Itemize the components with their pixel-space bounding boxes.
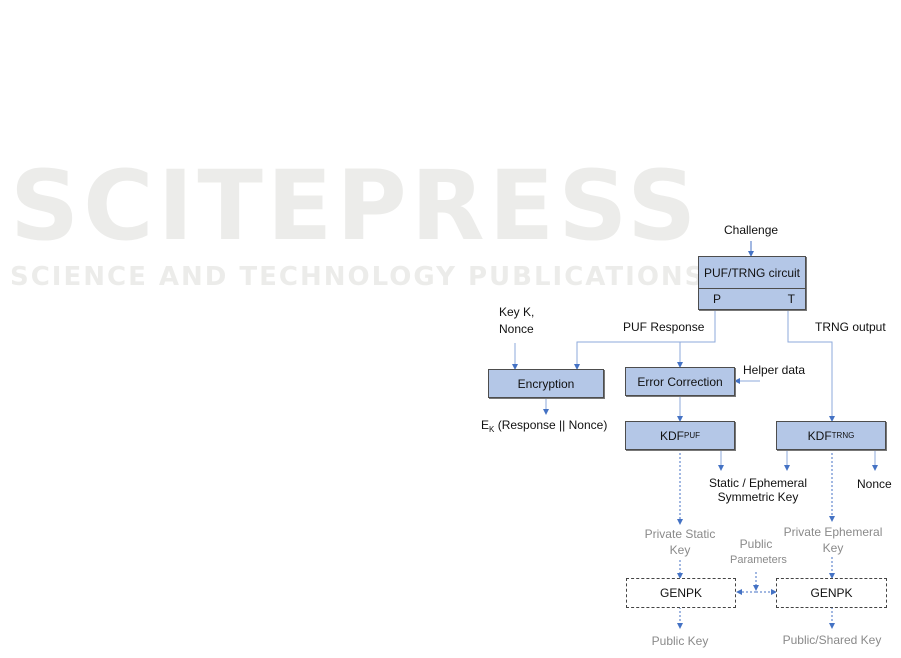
puf-response-label: PUF Response: [623, 320, 705, 334]
genpk-right-box: GENPK: [776, 578, 887, 608]
private-ephemeral-key-label-line1: Private Ephemeral: [783, 525, 883, 539]
circuit-port-p: P: [713, 292, 722, 306]
private-static-key-label-line1: Private Static: [644, 527, 716, 541]
public-parameters-label-line2: Parameters: [730, 554, 787, 566]
encrypted-output-e: E: [481, 418, 490, 432]
kdf-puf-sub: PUF: [684, 431, 700, 440]
circuit-port-t: T: [787, 292, 795, 306]
public-parameters-label-line1: Public: [739, 537, 773, 551]
genpk-left-box: GENPK: [626, 578, 736, 608]
encryption-box: Encryption: [488, 369, 604, 398]
private-ephemeral-key-label-line2: Key: [822, 541, 844, 555]
key-nonce-label-line1: Key K,: [499, 305, 535, 319]
watermark-subtitle: SCIENCE AND TECHNOLOGY PUBLICATIONS: [10, 262, 706, 292]
encrypted-output-rest: (Response || Nonce): [494, 418, 608, 432]
puf-trng-circuit-box: PUF/TRNG circuit P T: [698, 256, 806, 310]
private-static-key-label-line2: Key: [669, 543, 691, 557]
error-correction-box: Error Correction: [625, 367, 735, 396]
encrypted-output-k: K: [489, 425, 495, 434]
symmetric-key-label-line2: Symmetric Key: [717, 490, 799, 504]
kdf-puf-label: KDF: [660, 428, 684, 443]
line-puf-response: [574, 309, 716, 370]
kdf-trng-sub: TRNG: [831, 431, 855, 440]
challenge-label: Challenge: [724, 223, 779, 237]
public-shared-key-label: Public/Shared Key: [782, 633, 882, 647]
helper-data-label: Helper data: [743, 363, 806, 377]
public-key-label: Public Key: [651, 634, 709, 648]
line-trng-output: [787, 309, 835, 422]
encrypted-output-label: EK (Response || Nonce): [481, 418, 607, 437]
symmetric-key-label-line1: Static / Ephemeral: [708, 476, 808, 490]
kdf-trng-label: KDF: [807, 428, 832, 443]
key-nonce-label-line2: Nonce: [499, 322, 534, 336]
nonce-output-label: Nonce: [857, 477, 892, 491]
trng-output-label: TRNG output: [815, 320, 886, 334]
circuit-title: PUF/TRNG circuit: [699, 257, 805, 289]
watermark-title: SCITEPRESS: [10, 150, 701, 262]
